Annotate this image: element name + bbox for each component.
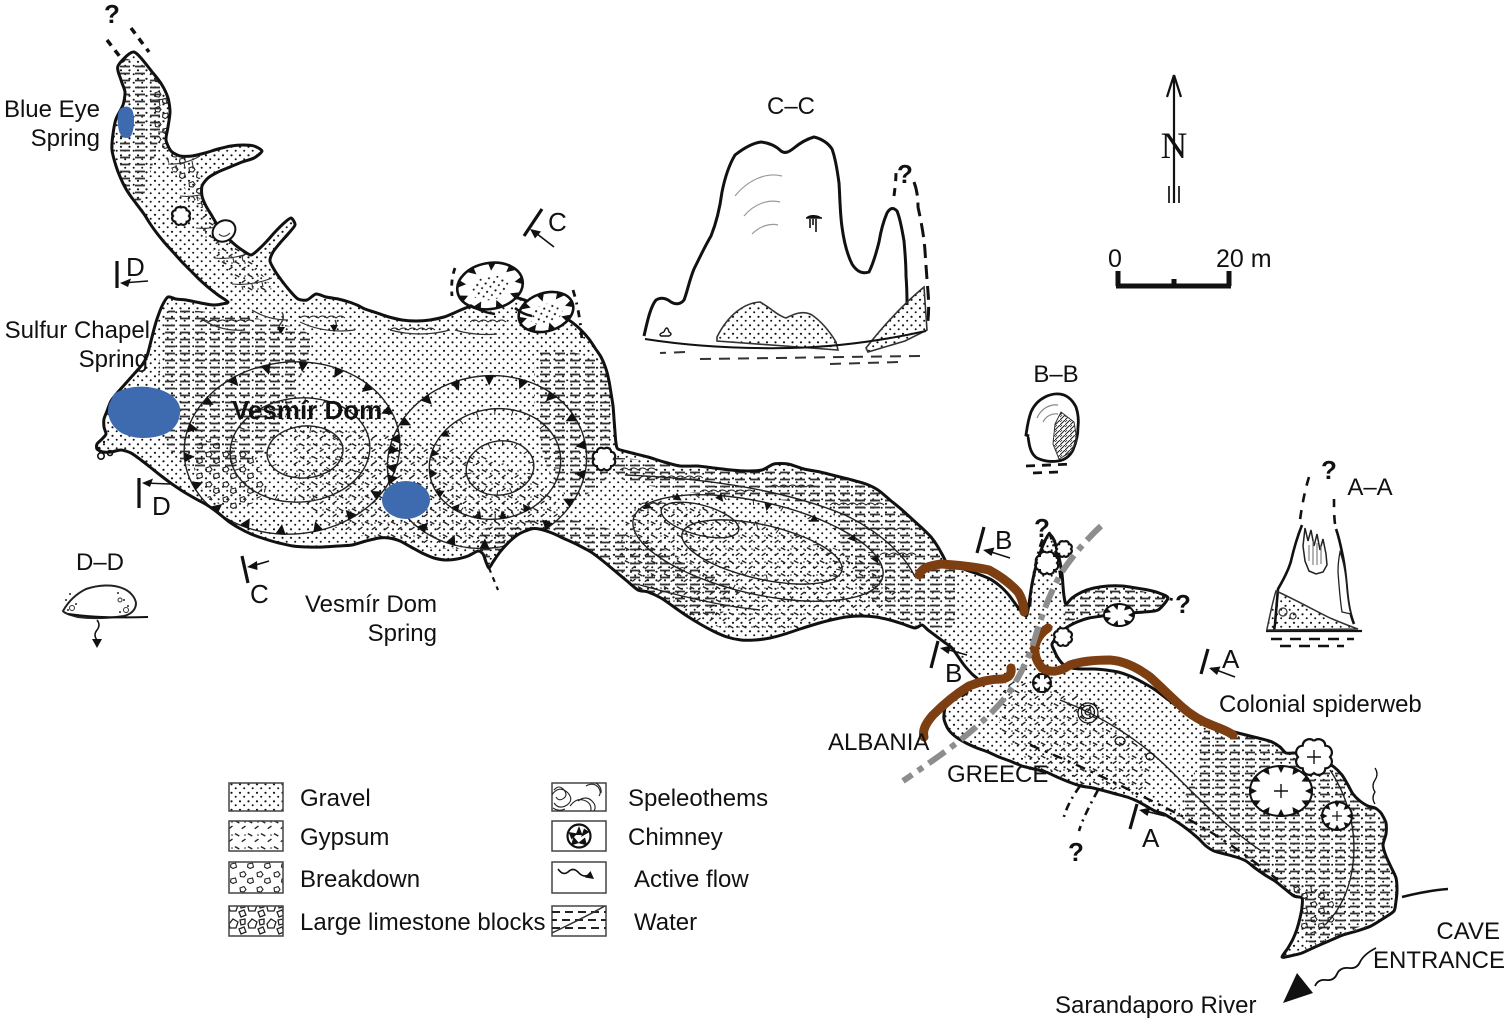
svg-text:?: ?: [1321, 455, 1337, 485]
svg-text:20 m: 20 m: [1216, 245, 1272, 273]
svg-text:?: ?: [1175, 589, 1191, 619]
svg-text:?: ?: [1068, 837, 1084, 867]
svg-text:Sulfur Chapel: Sulfur Chapel: [5, 317, 150, 344]
svg-text:Vesmír Dom: Vesmír Dom: [232, 395, 382, 425]
svg-text:Speleothems: Speleothems: [628, 785, 768, 812]
svg-text:Gravel: Gravel: [300, 785, 371, 812]
svg-text:C: C: [250, 579, 269, 609]
svg-text:Active flow: Active flow: [634, 866, 749, 893]
svg-text:A–A: A–A: [1347, 474, 1392, 501]
svg-text:Water: Water: [634, 909, 697, 936]
svg-text:Gypsum: Gypsum: [300, 824, 389, 851]
svg-text:Chimney: Chimney: [628, 824, 723, 851]
svg-text:Blue Eye: Blue Eye: [4, 96, 100, 123]
svg-text:Spring: Spring: [31, 125, 100, 152]
svg-text:ALBANIA: ALBANIA: [828, 729, 929, 756]
svg-text:B: B: [995, 525, 1012, 555]
svg-text:D–D: D–D: [76, 549, 124, 576]
svg-text:Large limestone blocks: Large limestone blocks: [300, 909, 545, 936]
svg-text:?: ?: [897, 159, 913, 189]
svg-text:B–B: B–B: [1033, 361, 1078, 388]
svg-text:ENTRANCE: ENTRANCE: [1373, 947, 1505, 974]
svg-text:Spring: Spring: [79, 346, 148, 373]
svg-text:C: C: [548, 207, 567, 237]
svg-text:Spring: Spring: [368, 620, 437, 647]
svg-text:C–C: C–C: [767, 93, 815, 120]
svg-text:D: D: [152, 491, 171, 521]
svg-text:0: 0: [1108, 245, 1122, 273]
svg-text:D: D: [126, 252, 145, 282]
svg-text:A: A: [1142, 823, 1160, 853]
svg-text:CAVE: CAVE: [1436, 918, 1500, 945]
svg-text:Sarandaporo River: Sarandaporo River: [1055, 992, 1256, 1018]
svg-text:GREECE: GREECE: [947, 761, 1048, 788]
svg-text:?: ?: [104, 0, 120, 29]
svg-text:N: N: [1161, 126, 1188, 167]
svg-text:?: ?: [1034, 513, 1050, 543]
svg-text:Vesmír Dom: Vesmír Dom: [305, 591, 437, 618]
svg-text:B: B: [945, 658, 962, 688]
svg-text:Colonial spiderweb: Colonial spiderweb: [1219, 691, 1422, 718]
svg-text:A: A: [1222, 644, 1240, 674]
svg-text:Breakdown: Breakdown: [300, 866, 420, 893]
